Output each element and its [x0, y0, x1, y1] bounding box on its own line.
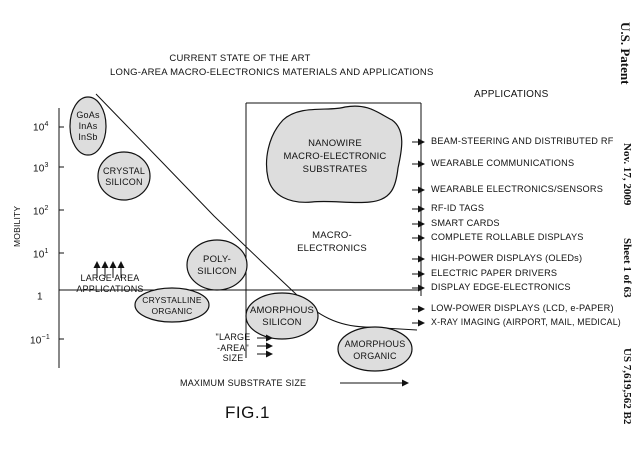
- application-item: RF-ID TAGS: [431, 203, 485, 213]
- y-tick-label: 10−1: [30, 334, 50, 347]
- applications-heading: APPLICATIONS: [474, 89, 549, 100]
- poly-silicon-label: POLY-SILICON: [197, 254, 237, 277]
- application-item: DISPLAY EDGE-ELECTRONICS: [431, 282, 571, 292]
- chart-title-line-2: LONG-AREA MACRO-ELECTRONICS MATERIALS AN…: [110, 67, 434, 78]
- x-axis-label: MAXIMUM SUBSTRATE SIZE: [180, 378, 307, 388]
- application-item: LOW-POWER DISPLAYS (LCD, e-PAPER): [431, 303, 614, 313]
- chart-title-line-1: CURRENT STATE OF THE ART: [169, 53, 311, 64]
- y-tick-label: 103: [33, 162, 49, 175]
- application-item: ELECTRIC PAPER DRIVERS: [431, 268, 558, 278]
- patent-number: US 7,619,562 B2: [621, 348, 633, 425]
- nanowire-blob: [265, 105, 403, 204]
- application-item: WEARABLE COMMUNICATIONS: [431, 158, 575, 168]
- applications-arrows: [412, 138, 425, 327]
- patent-date: Nov. 17, 2009: [621, 143, 633, 206]
- application-item: BEAM-STEERING AND DISTRIBUTED RF: [431, 136, 614, 146]
- poly-silicon-blob: [186, 239, 248, 291]
- macro-electronics-label: MACRO-ELECTRONICS: [297, 230, 367, 254]
- application-item: X-RAY IMAGING (AIRPORT, MAIL, MEDICAL): [431, 317, 621, 327]
- amorphous-organic-blob: [337, 326, 413, 372]
- gaas-blob: [69, 96, 107, 156]
- y-tick-label: 1: [37, 291, 43, 303]
- y-axis-label: MOBILITY: [12, 205, 22, 247]
- y-ticks: [59, 126, 64, 340]
- application-item: HIGH-POWER DISPLAYS (OLEDs): [431, 253, 583, 263]
- crystal-silicon-blob: [97, 151, 151, 201]
- large-area-size-arrows: [257, 334, 273, 358]
- large-area-size-label: "LARGE-AREA"SIZE: [215, 332, 251, 363]
- application-item: SMART CARDS: [431, 218, 500, 228]
- y-tick-label: 102: [33, 205, 49, 218]
- application-item: WEARABLE ELECTRONICS/SENSORS: [431, 184, 604, 194]
- figure-caption: FIG.1: [225, 403, 271, 422]
- sheet-number: Sheet 1 of 63: [621, 238, 633, 298]
- y-tick-label: 101: [33, 248, 49, 261]
- application-item: COMPLETE ROLLABLE DISPLAYS: [431, 232, 584, 242]
- patent-office-label: U.S. Patent: [618, 22, 633, 85]
- amorphous-silicon-blob: [245, 292, 319, 340]
- y-tick-label: 104: [33, 121, 49, 134]
- crystalline-organic-blob: [134, 287, 210, 323]
- large-area-up-arrows: [93, 261, 125, 278]
